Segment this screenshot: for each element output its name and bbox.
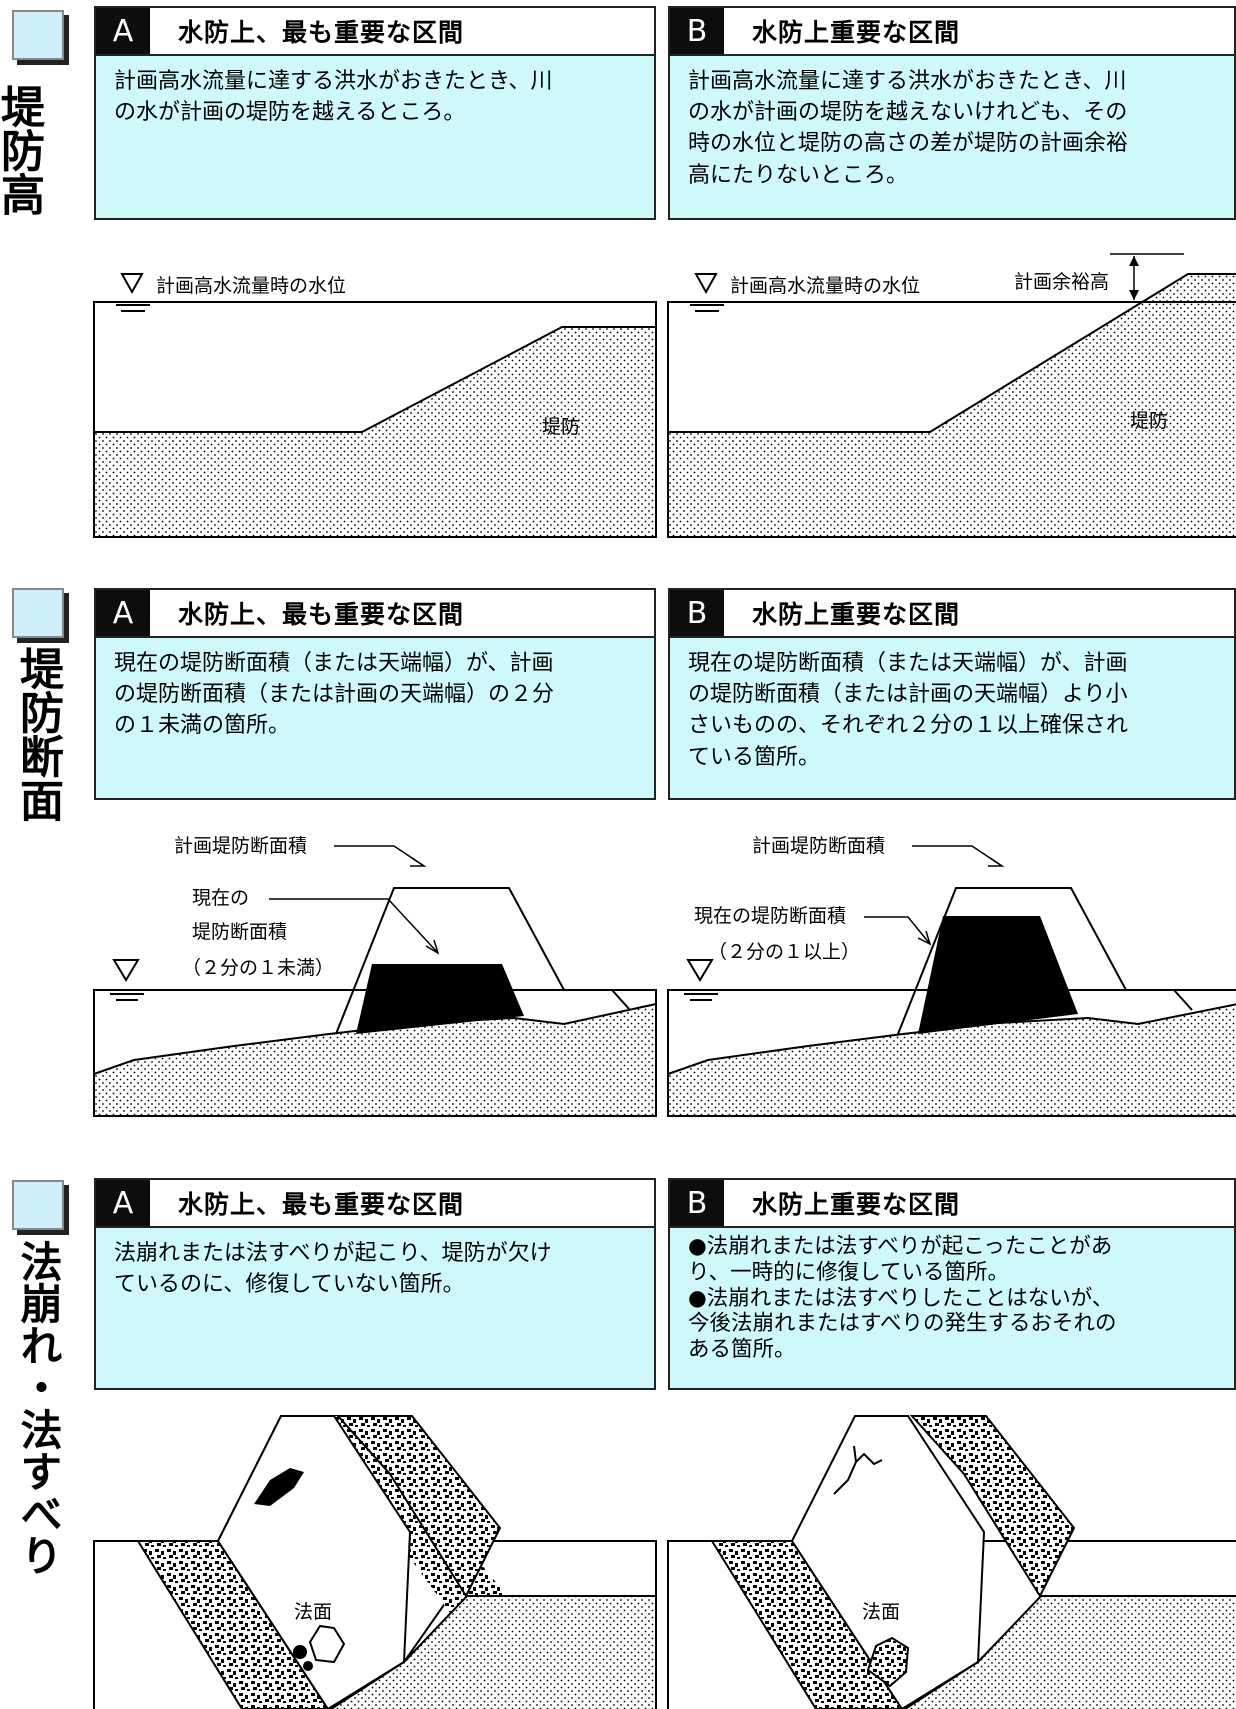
planned-area-label: 計画堤防断面積	[174, 835, 307, 857]
category-b-box: B 水防上重要な区間 現在の堤防断面積（または天端幅）が、計画 の堤防断面積（ま…	[668, 588, 1236, 800]
slope-failure-diagram-a: 法面	[93, 1415, 657, 1709]
section-title: 法崩れ・法すべり	[14, 1240, 63, 1576]
box-header: B 水防上重要な区間	[670, 1180, 1234, 1228]
planned-area-label: 計画堤防断面積	[752, 835, 885, 857]
box-header: A 水防上、最も重要な区間	[96, 590, 654, 638]
current-area-label-3: （２分の１未満）	[182, 957, 334, 979]
water-level-triangle-icon	[686, 959, 714, 982]
box-heading: 水防上重要な区間	[752, 1190, 961, 1219]
category-badge: B	[670, 590, 724, 636]
water-level-triangle-icon	[120, 273, 144, 295]
section-title: 堤防断面	[12, 646, 63, 822]
box-heading: 水防上、最も重要な区間	[178, 1190, 465, 1219]
category-a-box: A 水防上、最も重要な区間 法崩れまたは法すべりが起こり、堤防が欠け ているのに…	[94, 1178, 656, 1390]
category-badge: B	[670, 1180, 724, 1226]
box-header: A 水防上、最も重要な区間	[96, 1180, 654, 1228]
levee-height-diagram-a: 計画高水流量時の水位 堤防	[93, 273, 657, 538]
category-b-box: B 水防上重要な区間 ●法崩れまたは法すべりが起こったことがあ り、一時的に修復…	[668, 1178, 1236, 1390]
box-header: B 水防上重要な区間	[670, 8, 1234, 56]
box-description: 法崩れまたは法すべりが起こり、堤防が欠け ているのに、修復していない箇所。	[114, 1241, 552, 1298]
box-heading: 水防上重要な区間	[752, 600, 961, 629]
section-levee-cross-section: 堤防断面 A 水防上、最も重要な区間 現在の堤防断面積（または天端幅）が、計画 …	[0, 580, 1236, 1120]
box-description: 現在の堤防断面積（または天端幅）が、計画 の堤防断面積（または計画の天端幅）より…	[688, 651, 1129, 770]
category-b-box: B 水防上重要な区間 計画高水流量に達する洪水がおきたとき、川 の水が計画の堤防…	[668, 6, 1236, 220]
box-header: A 水防上、最も重要な区間	[96, 8, 654, 56]
box-header: B 水防上重要な区間	[670, 590, 1234, 638]
box-heading: 水防上、最も重要な区間	[178, 600, 465, 629]
box-description: 計画高水流量に達する洪水がおきたとき、川 の水が計画の堤防を越えるところ。	[114, 69, 553, 126]
water-level-label: 計画高水流量時の水位	[156, 275, 346, 297]
water-level-label: 計画高水流量時の水位	[730, 275, 920, 297]
slope-crack-mark	[833, 1452, 883, 1495]
water-level-triangle-icon	[694, 273, 718, 295]
slope-face-label: 法面	[862, 1601, 900, 1623]
checkbox[interactable]	[12, 10, 64, 60]
category-badge: A	[96, 8, 150, 54]
checkbox[interactable]	[12, 588, 64, 638]
current-area-label-1: 現在の	[192, 887, 249, 909]
section-slope-failure: 法崩れ・法すべり A 水防上、最も重要な区間 法崩れまたは法すべりが起こり、堤防…	[0, 1168, 1236, 1709]
category-a-box: A 水防上、最も重要な区間 現在の堤防断面積（または天端幅）が、計画 の堤防断面…	[94, 588, 656, 800]
cross-section-diagram-a: 計画堤防断面積 現在の 堤防断面積 （２分の１未満）	[93, 835, 657, 1117]
category-badge: A	[96, 590, 150, 636]
current-levee-shape	[356, 964, 524, 1034]
box-description: ●法崩れまたは法すべりが起こったことがあ り、一時的に修復している箇所。 ●法崩…	[688, 1234, 1117, 1363]
box-heading: 水防上、最も重要な区間	[178, 18, 465, 47]
category-badge: A	[96, 1180, 150, 1226]
box-description: 現在の堤防断面積（または天端幅）が、計画 の堤防断面積（または計画の天端幅）の２…	[114, 651, 555, 739]
water-level-triangle-icon	[112, 959, 140, 982]
levee-label: 堤防	[542, 416, 580, 438]
box-description: 計画高水流量に達する洪水がおきたとき、川 の水が計画の堤防を越えないけれども、そ…	[688, 69, 1129, 188]
cross-section-diagram-b: 計画堤防断面積 現在の堤防断面積 （２分の１以上）	[667, 835, 1236, 1117]
category-a-box: A 水防上、最も重要な区間 計画高水流量に達する洪水がおきたとき、川 の水が計画…	[94, 6, 656, 220]
levee-label: 堤防	[1130, 410, 1168, 432]
box-heading: 水防上重要な区間	[752, 18, 961, 47]
freeboard-label: 計画余裕高	[1014, 271, 1109, 293]
slope-face-label: 法面	[294, 1601, 332, 1623]
current-area-label-2: （２分の１以上）	[708, 941, 860, 963]
current-area-label-1: 現在の堤防断面積	[694, 905, 846, 927]
category-badge: B	[670, 8, 724, 54]
slope-damage-mark	[254, 1468, 304, 1506]
slope-failure-diagram-b: 法面	[667, 1415, 1236, 1709]
checkbox[interactable]	[12, 1180, 64, 1230]
section-title: 堤防高	[0, 84, 44, 216]
section-levee-height: 堤防高 A 水防上、最も重要な区間 計画高水流量に達する洪水がおきたとき、川 の…	[0, 0, 1236, 540]
current-levee-shape	[918, 916, 1078, 1034]
current-area-label-2: 堤防断面積	[192, 921, 287, 943]
levee-height-diagram-b: 計画高水流量時の水位 計画余裕高 堤防	[667, 253, 1236, 538]
